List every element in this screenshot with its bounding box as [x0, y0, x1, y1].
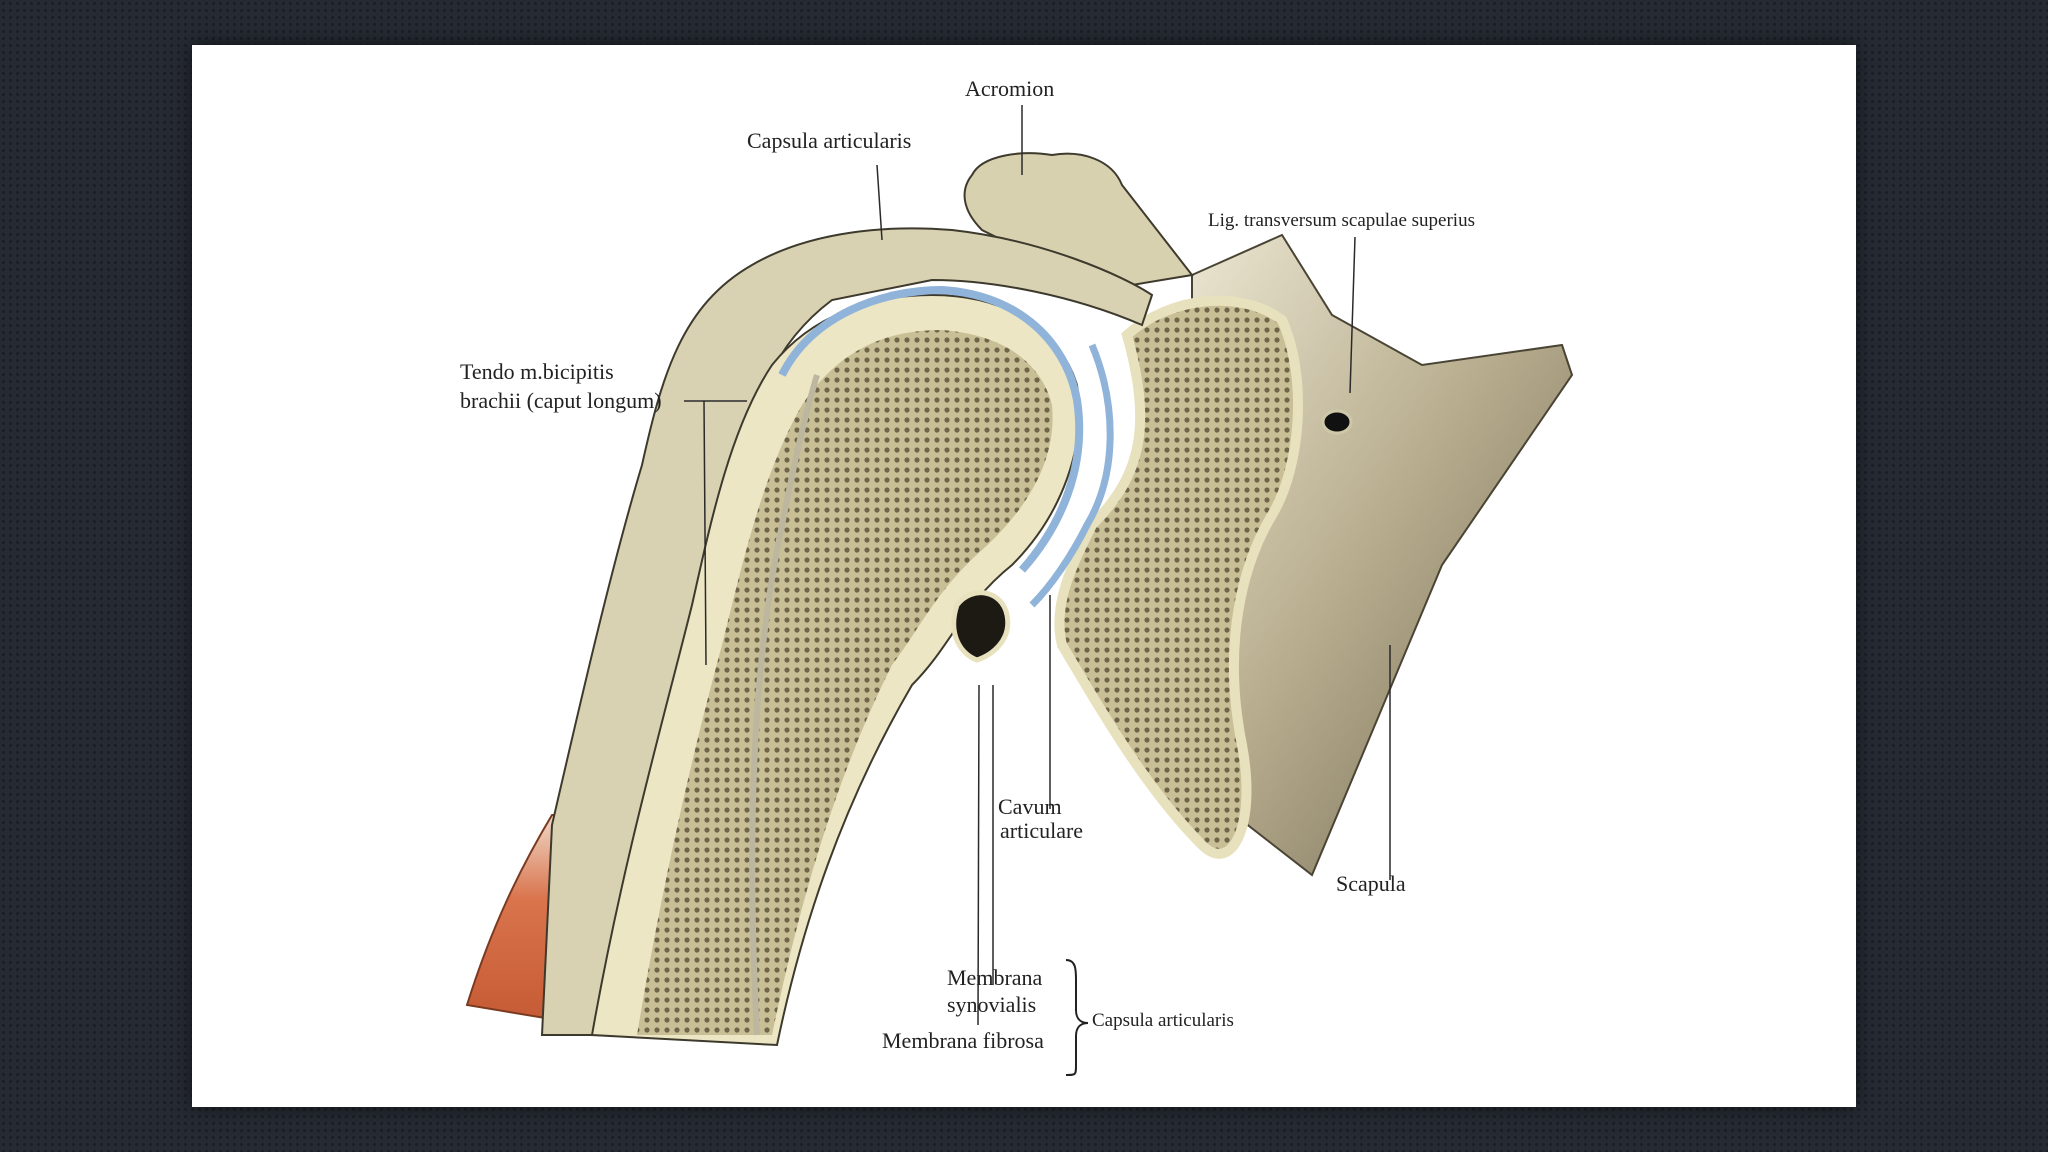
label-tendo-line2: brachii (caput longum): [460, 388, 662, 413]
joint-cavity-recess: [951, 590, 1011, 663]
humerus-spongy: [637, 330, 1053, 1035]
label-lig-transversum: Lig. transversum scapulae superius: [1208, 210, 1475, 231]
suprascapular-foramen: [1321, 409, 1353, 435]
label-acromion: Acromion: [965, 76, 1055, 101]
label-cavum-line1: Cavum: [998, 794, 1062, 819]
label-scapula: Scapula: [1336, 871, 1406, 896]
label-membrana-fibrosa: Membrana fibrosa: [882, 1028, 1044, 1053]
label-membrana-synovialis-line2: synovialis: [947, 992, 1037, 1017]
capsula-brace: [1065, 959, 1089, 1076]
glenoid-neck: [1054, 295, 1303, 859]
label-membrana-synovialis-line1: Membrana: [947, 965, 1043, 990]
shoulder-joint-illustration: [465, 105, 1574, 1076]
label-cavum-line2: articulare: [1000, 818, 1084, 843]
slide: Acromion Capsula articularis Lig. transv…: [192, 45, 1856, 1107]
label-capsula-articularis-top: Capsula articularis: [747, 128, 912, 153]
biceps-tendon: [749, 374, 820, 1036]
label-capsula-articularis-bottom: Capsula articularis: [1092, 1010, 1234, 1031]
glenoid-cartilage: [1029, 343, 1114, 608]
acromion-shape: [963, 152, 1194, 287]
articular-cartilage: [778, 285, 1084, 573]
leader-lines: [684, 105, 1391, 1026]
label-tendo-line1: Tendo m.bicipitis: [460, 359, 614, 384]
